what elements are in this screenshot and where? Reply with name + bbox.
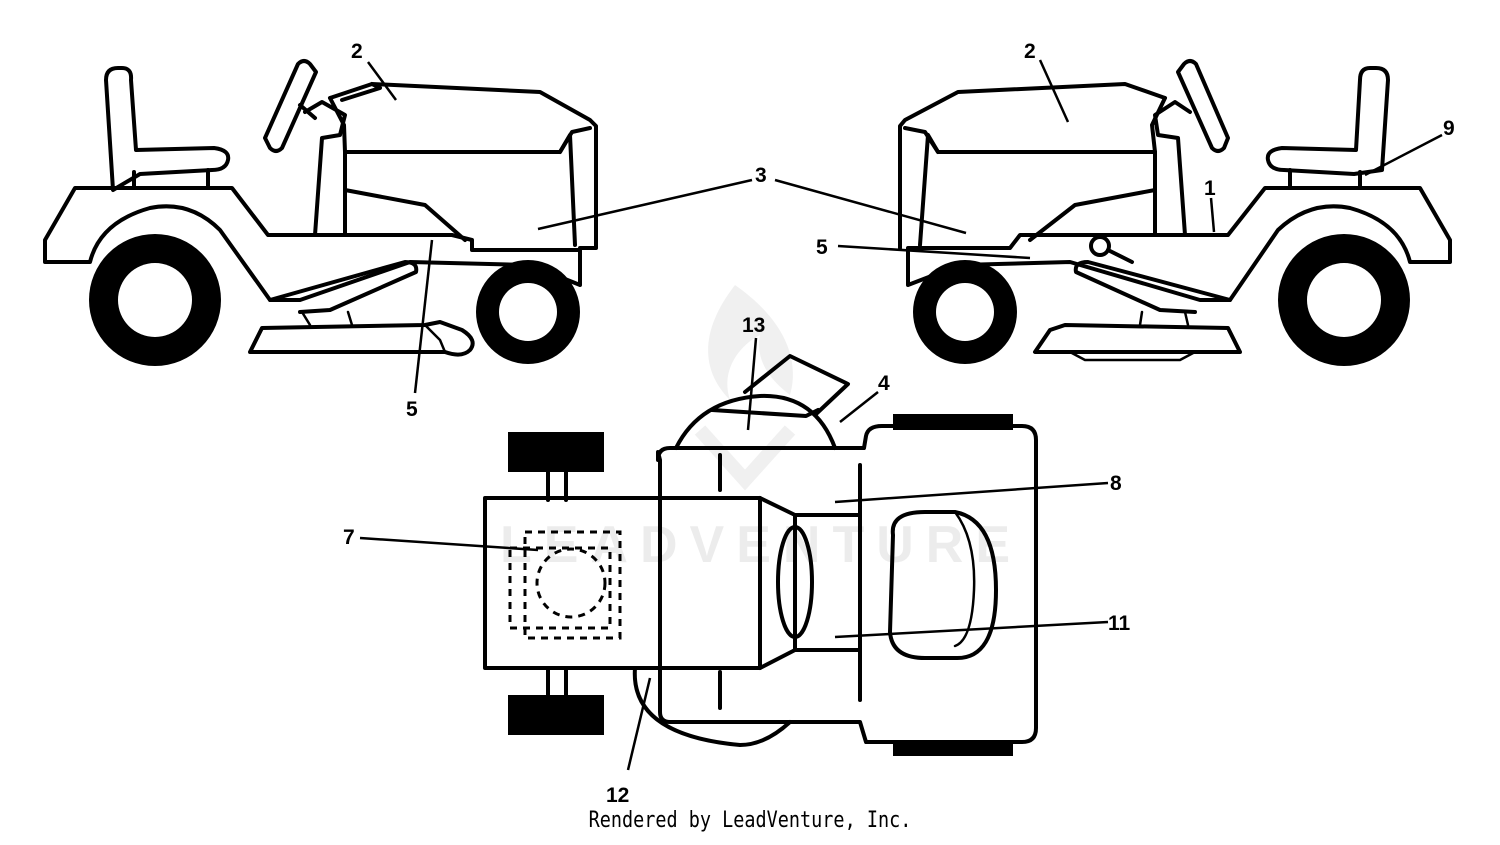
callout-11: 11	[1108, 612, 1131, 635]
callout-12: 12	[606, 784, 629, 807]
callout-5-left: 5	[406, 398, 418, 421]
left-side-view	[43, 59, 598, 366]
callout-2-left: 2	[351, 40, 363, 63]
callout-9: 9	[1443, 117, 1455, 140]
top-view	[483, 354, 1038, 756]
callout-4: 4	[878, 372, 890, 395]
watermark-text: LEADVENTURE	[500, 516, 1022, 574]
callout-2-right: 2	[1024, 40, 1036, 63]
leader-lines	[359, 59, 1443, 771]
callout-1: 1	[1204, 177, 1216, 200]
callout-13: 13	[742, 314, 765, 337]
render-credit: Rendered by LeadVenture, Inc.	[588, 808, 912, 833]
right-side-view	[898, 59, 1452, 366]
leadventure-watermark: LEADVENTURE	[500, 285, 1022, 574]
callout-3: 3	[755, 164, 767, 187]
callout-8: 8	[1110, 472, 1122, 495]
callout-7: 7	[343, 526, 355, 549]
callout-5-right: 5	[816, 236, 828, 259]
callout-labels: 2 5 2 3 5 1 9 13 4 8 7 11 12	[343, 40, 1455, 807]
